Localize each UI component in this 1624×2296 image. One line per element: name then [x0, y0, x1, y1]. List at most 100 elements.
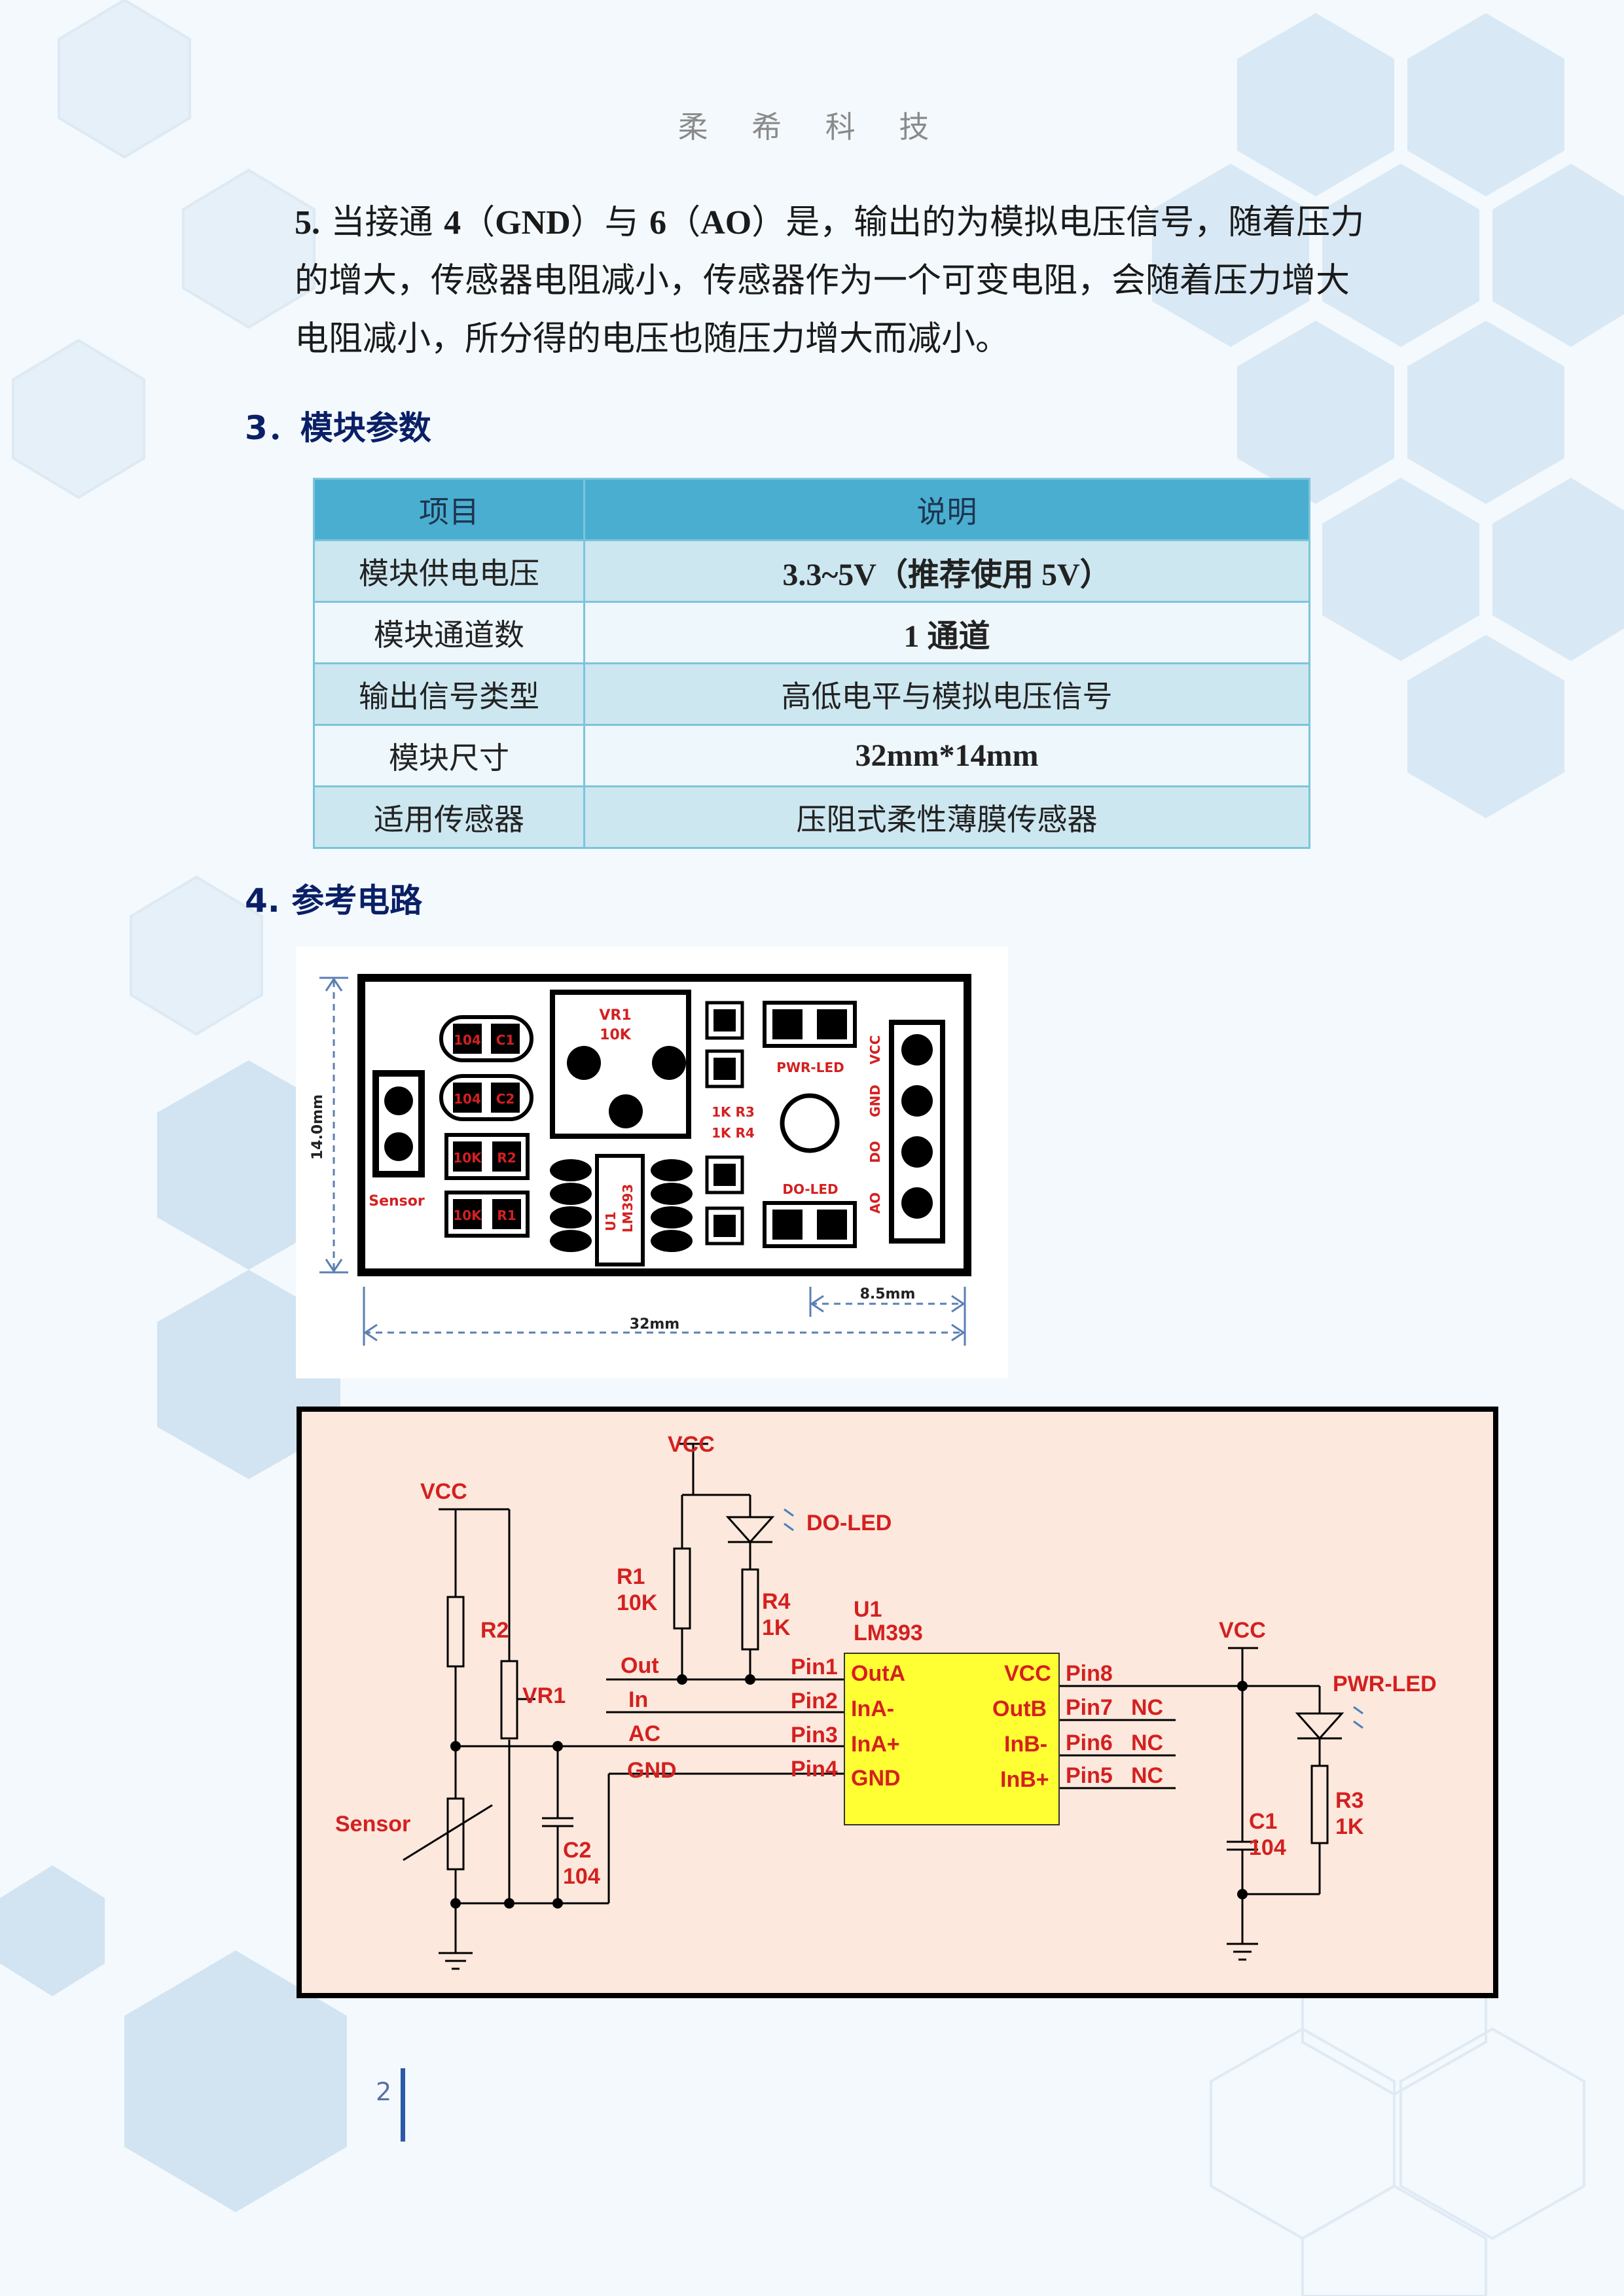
pcb-pwr-led: PWR-LED	[763, 1001, 857, 1075]
pcb-layout-figure: 14.0mm 32mm 8.5mm Sensor 104 C1 104 C2 1…	[296, 946, 1008, 1378]
sch-r3-val: 1K	[1335, 1814, 1364, 1839]
svg-text:DO-LED: DO-LED	[782, 1181, 838, 1197]
svg-text:PWR-LED: PWR-LED	[776, 1060, 844, 1075]
pcb-r4-label: 1K R4	[712, 1125, 755, 1141]
body-paragraph: 5. 当接通 4（GND）与 6（AO）是，输出的为模拟电压信号，随着压力的增大…	[295, 194, 1381, 368]
svg-text:10K: 10K	[453, 1150, 482, 1166]
dim-width-label: 32mm	[630, 1316, 679, 1333]
sch-vr1: VR1	[522, 1683, 566, 1708]
page-header: 柔 希 科 技	[677, 109, 947, 145]
sch-pwr-led: PWR-LED	[1333, 1672, 1437, 1696]
sch-chip-ina-neg: InA-	[851, 1696, 894, 1721]
sch-net-gnd: GND	[627, 1758, 677, 1783]
svg-text:AO: AO	[867, 1193, 883, 1213]
svg-text:104: 104	[454, 1091, 481, 1107]
table-cell-label: 适用传感器	[313, 785, 585, 849]
sch-r4-val: 1K	[762, 1615, 791, 1640]
text-run: （	[666, 203, 701, 242]
svg-text:C1: C1	[496, 1032, 515, 1048]
table-row: 模块通道数 1 通道	[313, 601, 1310, 664]
table-header-cell: 项目	[313, 478, 585, 541]
sch-pin5: Pin5	[1066, 1763, 1113, 1788]
text-run: （	[461, 203, 496, 242]
sch-vcc-right: VCC	[1219, 1618, 1266, 1643]
pcb-capacitor-c1: 104 C1	[439, 1015, 533, 1062]
svg-text:LM393: LM393	[620, 1184, 636, 1232]
svg-text:DO: DO	[867, 1141, 883, 1163]
sch-net-ac: AC	[628, 1721, 660, 1746]
table-cell-value: 高低电平与模拟电压信号	[583, 662, 1310, 726]
pcb-resistor-r1: 10K R1	[444, 1191, 530, 1238]
pcb-potentiometer-vr1: VR1 10K	[550, 990, 691, 1139]
circuit-schematic: VCC VCC VCC R2 VR1 Sensor C2 104 R1 10K …	[297, 1407, 1498, 1998]
table-cell-value: 1 通道	[583, 601, 1310, 664]
sch-pin4: Pin4	[791, 1757, 838, 1782]
sch-chip-gnd: GND	[851, 1766, 901, 1791]
sch-chip-outa: OutA	[851, 1661, 905, 1686]
sch-r3: R3	[1335, 1788, 1363, 1813]
pin-number: 4	[444, 204, 461, 242]
sch-chip-inb-pos: InB+	[1000, 1767, 1049, 1792]
table-cell-value: 3.3~5V（推荐使用 5V）	[583, 539, 1310, 603]
svg-text:GND: GND	[867, 1085, 883, 1117]
sch-pin1: Pin1	[791, 1655, 838, 1679]
svg-text:10K: 10K	[600, 1027, 632, 1043]
table-header-row: 项目 说明	[313, 478, 1310, 541]
sch-c1-val: 104	[1249, 1835, 1286, 1860]
sch-r4: R4	[762, 1589, 791, 1614]
table-cell-label: 模块尺寸	[313, 724, 585, 787]
sch-pin3: Pin3	[791, 1723, 838, 1748]
sch-c2-val: 104	[563, 1864, 600, 1889]
sch-net-out: Out	[621, 1653, 659, 1678]
svg-text:10K: 10K	[453, 1208, 482, 1223]
page-number: 2	[376, 2077, 392, 2106]
dim-height-label: 14.0mm	[310, 1094, 326, 1160]
svg-text:R1: R1	[497, 1208, 516, 1223]
pcb-sensor-label: Sensor	[369, 1193, 425, 1210]
sch-u1: U1	[854, 1597, 882, 1622]
sch-pin7: Pin7	[1066, 1695, 1113, 1720]
sch-chip-inb-neg: InB-	[1004, 1732, 1047, 1757]
text-run: ）是，输出的为模拟电压信号，随着压力的增大，传感器电阻减小，传感器作为一个可变电…	[295, 203, 1365, 359]
sch-c1: C1	[1249, 1809, 1277, 1834]
sch-r2: R2	[480, 1618, 509, 1643]
section-heading-reference-circuit: 4. 参考电路	[245, 882, 423, 920]
pcb-capacitor-c2: 104 C2	[439, 1074, 533, 1121]
sch-nc-6: NC	[1131, 1731, 1163, 1755]
lm393-chip-body	[844, 1653, 1060, 1825]
sch-do-led: DO-LED	[806, 1511, 892, 1535]
dim-pin-label: 8.5mm	[860, 1286, 916, 1302]
sch-pin6: Pin6	[1066, 1731, 1113, 1755]
pin-name: AO	[700, 204, 752, 242]
pcb-r3-label: 1K R3	[712, 1104, 755, 1120]
table-cell-label: 模块供电电压	[313, 539, 585, 603]
pcb-do-led: DO-LED	[763, 1181, 857, 1248]
table-row: 模块供电电压 3.3~5V（推荐使用 5V）	[313, 539, 1310, 603]
table-cell-label: 模块通道数	[313, 601, 585, 664]
pcb-pin-header: VCC GND DO AO	[867, 1020, 945, 1244]
table-row: 模块尺寸 32mm*14mm	[313, 724, 1310, 787]
module-params-table: 项目 说明 模块供电电压 3.3~5V（推荐使用 5V） 模块通道数 1 通道 …	[313, 478, 1310, 849]
sch-chip-vcc: VCC	[1004, 1661, 1051, 1686]
sch-net-in: In	[628, 1687, 648, 1712]
sch-chip-outb: OutB	[992, 1696, 1047, 1721]
sch-nc-7: NC	[1131, 1695, 1163, 1720]
table-header-cell: 说明	[583, 478, 1310, 541]
svg-text:VCC: VCC	[867, 1035, 883, 1065]
table-row: 输出信号类型 高低电平与模拟电压信号	[313, 662, 1310, 726]
sch-r1-val: 10K	[617, 1590, 658, 1615]
sch-sensor: Sensor	[335, 1812, 410, 1837]
sch-c2: C2	[563, 1838, 591, 1863]
svg-text:C2: C2	[496, 1091, 515, 1107]
text-run: 当接通	[320, 203, 444, 242]
sch-r1: R1	[617, 1564, 645, 1589]
sch-vcc-top: VCC	[668, 1432, 715, 1457]
sch-vcc-left: VCC	[420, 1479, 467, 1504]
svg-text:U1: U1	[603, 1211, 619, 1231]
page-number-bar	[401, 2068, 405, 2142]
table-cell-label: 输出信号类型	[313, 662, 585, 726]
section-heading-module-params: 3．模块参数	[245, 409, 431, 447]
table-row: 适用传感器 压阻式柔性薄膜传感器	[313, 785, 1310, 849]
sch-pin8: Pin8	[1066, 1661, 1113, 1686]
